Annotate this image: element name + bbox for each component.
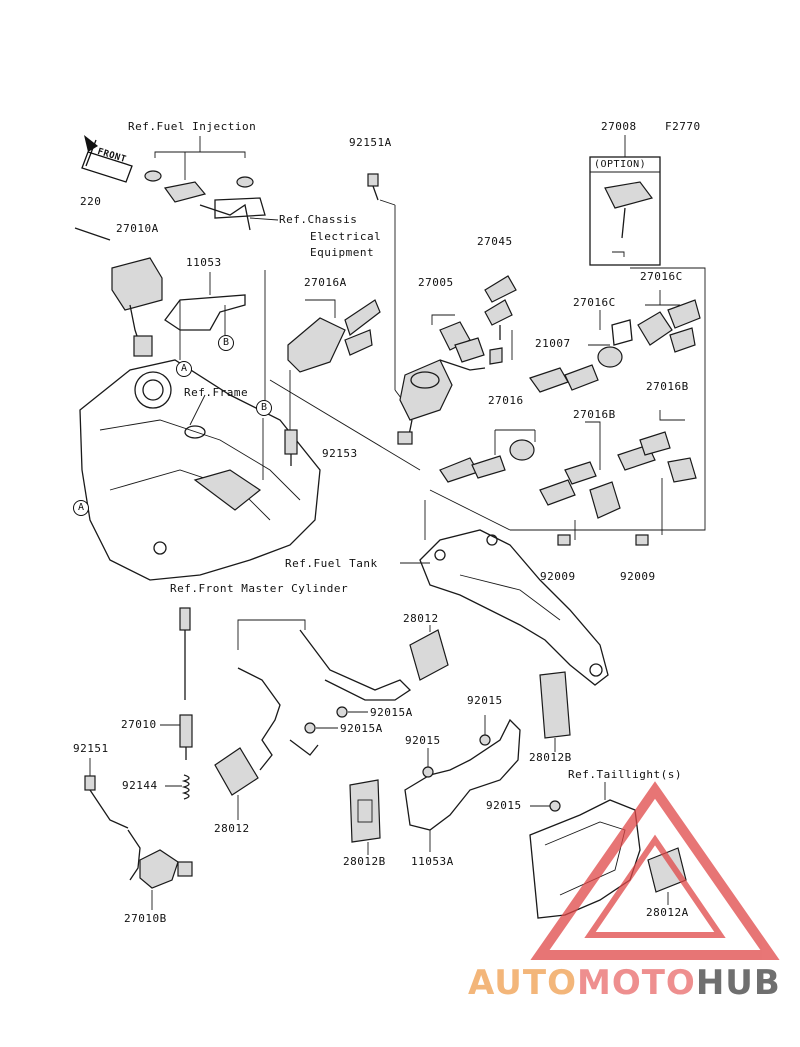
screw-92009-right: [635, 534, 649, 546]
bracket-11053: [164, 272, 246, 331]
part-220: 220: [80, 195, 102, 208]
switch-27010a: [74, 227, 163, 357]
pad-28012b-left: [349, 779, 381, 843]
watermark-text-auto: AUTO: [468, 963, 577, 1003]
part-11053a: 11053A: [411, 855, 454, 868]
part-27016c-mid: 27016C: [573, 296, 616, 309]
front-arrow-icon: [81, 135, 133, 183]
part-28012-lower: 28012: [214, 822, 250, 835]
ref-fuel-tank: Ref.Fuel Tank: [285, 557, 378, 570]
circle-b-top: B: [218, 335, 234, 351]
nut-92015-right-top: [479, 734, 491, 746]
part-92015-right-top: 92015: [467, 694, 503, 707]
pad-28012-top: [409, 629, 449, 681]
part-27016b-mid: 27016B: [573, 408, 616, 421]
ref-fuel-injection: Ref.Fuel Injection: [128, 120, 257, 133]
part-27010b: 27010B: [124, 912, 167, 925]
pad-28012-lower: [214, 747, 259, 796]
part-27005: 27005: [418, 276, 454, 289]
ref-front-master-cylinder: Ref.Front Master Cylinder: [170, 582, 349, 595]
part-92009-left: 92009: [540, 570, 576, 583]
keys-27045: [484, 275, 517, 365]
screw-92151a: [367, 173, 379, 201]
part-27016c-top: 27016C: [640, 270, 683, 283]
lock-27016b-middle: [539, 461, 621, 519]
circle-b-frame: B: [256, 400, 272, 416]
spring-92144: [181, 774, 190, 800]
part-11053: 11053: [186, 256, 222, 269]
watermark-logo-icon: [530, 781, 780, 960]
option-label: (OPTION): [594, 159, 647, 170]
part-27008: 27008: [601, 120, 637, 133]
part-92144: 92144: [122, 779, 158, 792]
fuel-injection-sensor: [144, 170, 266, 231]
part-92151a: 92151A: [349, 136, 392, 149]
bracket-11053a: [404, 718, 521, 831]
lock-21007: [529, 346, 623, 393]
watermark-text: AUTOMOTOHUB: [468, 963, 781, 1003]
switch-27010: [179, 607, 193, 760]
frame-outline: [79, 359, 321, 581]
nut-92015a-top: [336, 706, 348, 718]
part-92015a-lower: 92015A: [340, 722, 383, 735]
lock-27016a: [287, 299, 381, 373]
ref-chassis-2: Electrical: [310, 230, 382, 243]
option-key-box: [589, 156, 661, 266]
part-27016: 27016: [488, 394, 524, 407]
part-21007: 21007: [535, 337, 571, 350]
nut-92015a-lower: [304, 722, 316, 734]
circle-a-frame: A: [73, 500, 89, 516]
part-28012b-left: 28012B: [343, 855, 386, 868]
part-92015a-top: 92015A: [370, 706, 413, 719]
bolt-92153: [284, 429, 298, 466]
ignition-switch-27005: [397, 359, 453, 445]
ref-chassis-3: Equipment: [310, 246, 375, 259]
part-27016a: 27016A: [304, 276, 347, 289]
ref-chassis-1: Ref.Chassis: [279, 213, 358, 226]
ref-taillight: Ref.Taillight(s): [568, 768, 682, 781]
lock-27016: [439, 439, 535, 483]
circle-a-top: A: [176, 361, 192, 377]
part-28012b-right: 28012B: [529, 751, 572, 764]
nut-92015-center: [422, 766, 434, 778]
part-27045: 27045: [477, 235, 513, 248]
part-27010a: 27010A: [116, 222, 159, 235]
screw-92009-left: [557, 534, 571, 546]
lock-27016c: [611, 299, 701, 353]
part-92015-center: 92015: [405, 734, 441, 747]
part-92151: 92151: [73, 742, 109, 755]
switch-27010b: [127, 829, 193, 889]
ref-frame: Ref.Frame: [184, 386, 249, 399]
part-92153: 92153: [322, 447, 358, 460]
part-92009-right: 92009: [620, 570, 656, 583]
figure-code: F2770: [665, 120, 701, 133]
front-master-bracket: [237, 629, 412, 771]
part-27016b-right: 27016B: [646, 380, 689, 393]
nut-92015-taillight: [549, 800, 561, 812]
part-27010: 27010: [121, 718, 157, 731]
pad-28012b-right: [539, 671, 571, 739]
part-92015-taillight: 92015: [486, 799, 522, 812]
part-28012-top: 28012: [403, 612, 439, 625]
watermark-text-moto: MOTO: [576, 963, 696, 1003]
lock-27016b-right: [617, 431, 697, 483]
keys-27005: [439, 321, 486, 371]
part-28012a: 28012A: [646, 906, 689, 919]
watermark-text-hub: HUB: [695, 963, 781, 1003]
fuel-tank-bracket: [419, 529, 609, 686]
